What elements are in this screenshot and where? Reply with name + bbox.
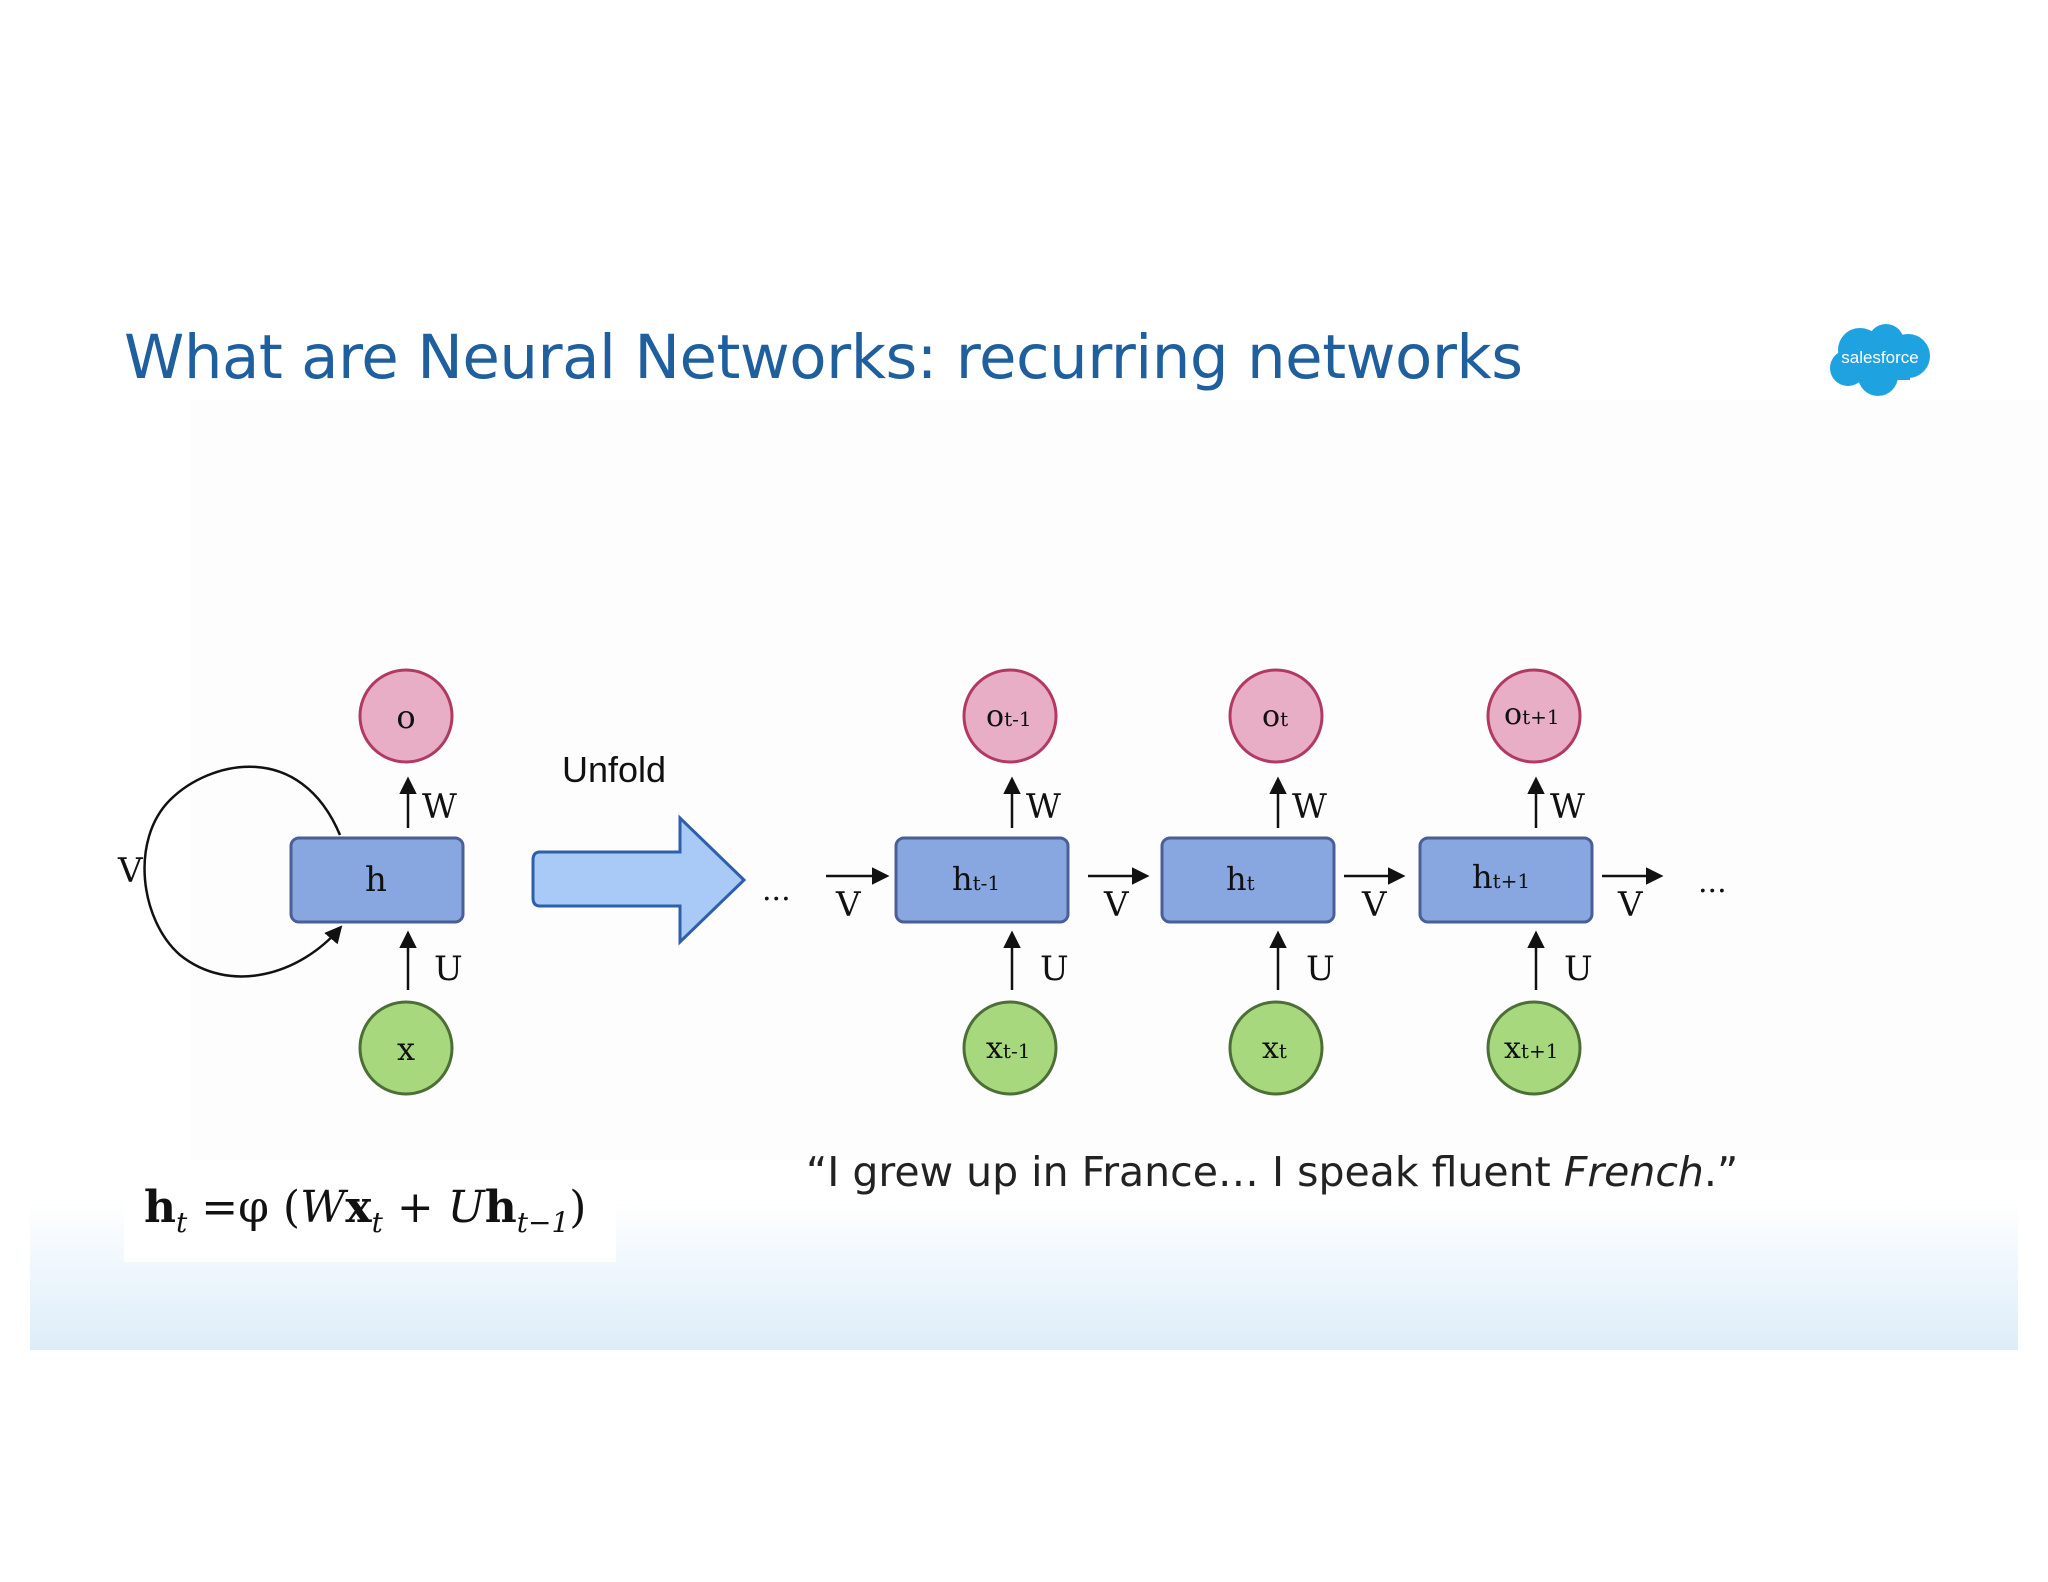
unfold-label: Unfold (562, 749, 666, 790)
salesforce-logo: salesforce (1830, 324, 1930, 396)
eq-plus: + (382, 1182, 448, 1233)
v-label-in-0: V (835, 885, 862, 925)
input-node (358, 1000, 454, 1096)
hidden-node-t (1160, 836, 1336, 924)
unfold-arrow (531, 814, 747, 946)
output-label-t: ot (1262, 699, 1288, 734)
eq-x: x (345, 1182, 372, 1233)
recurrence-equation: ht =φ (Wxt + Uht−1) (144, 1182, 586, 1239)
output-node (358, 668, 454, 764)
hidden-label-t-1: ht-1 (952, 860, 1000, 898)
eq-h-sub: t−1 (516, 1205, 570, 1239)
time-step-t-1: ot-1 W ht-1 U xt-1 (894, 668, 1070, 1096)
time-step-t: ot W ht U xt (1160, 668, 1336, 1096)
output-node-t-1 (962, 668, 1058, 764)
time-step-t+1: ot+1 W ht+1 U xt+1 (1418, 668, 1594, 1096)
hidden-node (289, 836, 465, 924)
eq-u: U (447, 1182, 485, 1233)
u-label-t-1: U (1040, 949, 1069, 989)
equation-box: ht =φ (Wxt + Uht−1) (124, 1164, 616, 1262)
eq-close: ) (569, 1182, 587, 1233)
trailing-ellipsis: ... (1698, 865, 1727, 900)
output-node-t+1 (1486, 668, 1582, 764)
input-node-label: x (397, 1030, 415, 1068)
v-label-out: V (1617, 885, 1644, 925)
v-label-in-2: V (1361, 885, 1388, 925)
input-node-t (1228, 1000, 1324, 1096)
eq-lhs-sub: t (176, 1205, 188, 1239)
folded-network: V o W h U x (117, 668, 465, 1096)
unfold-arrow-group: Unfold ... (531, 749, 791, 946)
logo-text: salesforce (1841, 348, 1918, 367)
input-label-t-1: xt-1 (986, 1031, 1030, 1066)
recurrent-loop-arrow (143, 765, 343, 978)
u-label: U (434, 949, 463, 989)
input-label-t+1: xt+1 (1504, 1031, 1558, 1066)
eq-w: W (300, 1182, 346, 1233)
w-label-t+1: W (1550, 787, 1585, 827)
input-label-t: xt (1262, 1031, 1287, 1066)
figure-backdrop (190, 400, 2048, 1160)
output-label-t+1: ot+1 (1504, 697, 1560, 732)
hidden-label-t+1: ht+1 (1472, 858, 1530, 896)
eq-lhs-h: h (144, 1182, 176, 1233)
slide-title: What are Neural Networks: recurring netw… (124, 322, 1523, 393)
output-label-t-1: ot-1 (986, 699, 1032, 734)
loop-weight-label: V (117, 851, 144, 891)
w-label-t: W (1292, 787, 1327, 827)
u-label-t: U (1306, 949, 1335, 989)
input-node-t-1 (962, 1000, 1058, 1096)
eq-equals-phi: =φ ( (187, 1182, 301, 1233)
w-label: W (422, 787, 457, 827)
unfolded-network: V ot-1 W ht-1 U xt-1 V ot W (826, 668, 1727, 1096)
eq-h: h (484, 1182, 517, 1233)
hidden-node-t-1 (894, 836, 1070, 924)
output-node-t (1228, 668, 1324, 764)
quote-before: “I grew up in France… I speak fluent (806, 1148, 1564, 1196)
quote-emphasis: French (1563, 1148, 1704, 1196)
output-node-label: o (396, 698, 415, 736)
leading-ellipsis: ... (762, 873, 791, 908)
input-node-t+1 (1486, 1000, 1582, 1096)
hidden-node-label: h (365, 860, 387, 900)
example-quote: “I grew up in France… I speak fluent Fre… (806, 1148, 1738, 1196)
quote-after: .” (1703, 1148, 1739, 1196)
hidden-label-t: ht (1226, 860, 1255, 898)
hidden-node-t+1 (1418, 836, 1594, 924)
u-label-t+1: U (1564, 949, 1593, 989)
eq-x-sub: t (371, 1205, 383, 1239)
v-label-in-1: V (1103, 885, 1130, 925)
w-label-t-1: W (1026, 787, 1061, 827)
